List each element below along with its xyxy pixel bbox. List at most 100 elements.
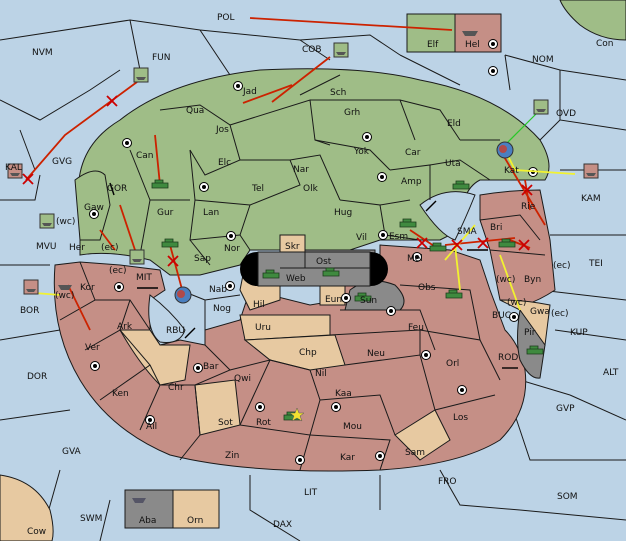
region-chp[interactable] — [243, 334, 346, 371]
support-arrow — [34, 292, 61, 296]
label-bar: Bar — [203, 362, 219, 372]
label-mou: Mou — [343, 422, 362, 432]
label-rbu: RBU — [166, 326, 185, 336]
label-mel: Mel — [407, 254, 423, 264]
label-pir: Pir — [524, 328, 536, 338]
label-nvm: NVM — [32, 48, 53, 58]
label-gor: GOR — [107, 184, 127, 194]
army-icon — [354, 292, 372, 302]
supply-center-dot — [226, 231, 236, 241]
supply-center-dot — [362, 132, 372, 142]
label-ail: Ail — [146, 422, 157, 432]
supply-center-dot — [199, 182, 209, 192]
region-web-ost-strip[interactable] — [257, 251, 371, 287]
label-orl: Orl — [446, 359, 459, 369]
region-con[interactable] — [559, 0, 626, 41]
fleet-icon — [7, 163, 23, 179]
label-pol: POL — [217, 13, 235, 23]
impassable-labels: Ost Sun Pir Aba — [139, 257, 536, 526]
supply-center-dot — [375, 451, 385, 461]
region-pir[interactable] — [517, 308, 546, 379]
label-esm: Esm — [389, 232, 408, 242]
supply-center-dot — [114, 282, 124, 292]
label-gwa: Gwa — [530, 307, 550, 317]
fleet-icon — [58, 285, 72, 290]
support-arrow — [499, 254, 521, 311]
label-tei: TEI — [588, 259, 603, 269]
label-ark: Ark — [117, 322, 133, 332]
failed-order-markers — [22, 95, 533, 267]
supply-center-dot — [386, 306, 396, 316]
region-sam[interactable] — [394, 409, 451, 461]
label-hil: Hil — [253, 300, 265, 310]
supply-center-dot — [412, 252, 422, 262]
label-eld: Eld — [447, 119, 461, 129]
fleet-icon — [132, 498, 146, 503]
move-arrow — [249, 17, 453, 31]
label-orn: Orn — [187, 516, 203, 526]
army-icon — [445, 289, 463, 299]
supply-center-dot — [193, 363, 203, 373]
move-arrow — [169, 244, 184, 294]
label-qwi: Qwi — [234, 374, 251, 384]
fleet-icon — [583, 163, 599, 179]
region-elf[interactable] — [406, 13, 456, 53]
label-qua: Qua — [186, 106, 204, 116]
label-web: Web — [286, 274, 306, 284]
label-uru: Uru — [255, 323, 271, 333]
label-ken: Ken — [112, 389, 129, 399]
label-hel: Hel — [465, 40, 480, 50]
army-icon — [498, 238, 516, 248]
label-dor: DOR — [27, 372, 47, 382]
supply-center-dot — [145, 415, 155, 425]
label-yok: Yok — [353, 147, 370, 157]
army-icon — [399, 218, 417, 228]
label-elf: Elf — [427, 40, 439, 50]
label-nab: Nab — [209, 285, 227, 295]
convoy-arrow — [504, 109, 541, 146]
supply-center-dot — [295, 455, 305, 465]
supply-center-dot — [378, 230, 388, 240]
green-labels: Elf Jad Sch Qua Grh Eld Jos Can Yok Car … — [69, 40, 519, 264]
supply-center-dot — [457, 385, 467, 395]
label-mit: MIT — [136, 273, 152, 283]
label-feu: Feu — [408, 323, 424, 333]
label-tel: Tel — [251, 184, 264, 194]
label-mvu-wc: (wc) — [56, 217, 75, 227]
fleet-icon — [333, 42, 349, 58]
supply-center-dot — [509, 312, 519, 322]
army-icon — [151, 179, 169, 189]
label-ver: Ver — [85, 343, 100, 353]
supply-center-dot — [377, 172, 387, 182]
double-arrow-gor — [109, 182, 115, 196]
label-alt: ALT — [603, 368, 619, 378]
supply-center-dot — [89, 209, 99, 219]
label-los: Los — [453, 413, 468, 423]
label-buc: BUC — [492, 311, 511, 321]
supply-center-dot — [122, 138, 132, 148]
region-cow[interactable] — [0, 474, 54, 541]
label-kaa: Kaa — [335, 389, 352, 399]
label-chr: Chr — [168, 383, 184, 393]
label-lit: LIT — [304, 488, 318, 498]
label-dax: DAX — [273, 520, 292, 530]
support-arrow — [454, 244, 461, 291]
double-arrow-sma2 — [425, 200, 437, 212]
region-chr[interactable] — [119, 329, 191, 386]
label-kar: Kar — [340, 453, 355, 463]
region-gaw[interactable] — [74, 170, 111, 241]
label-jad: Jad — [242, 87, 257, 97]
move-arrow — [524, 179, 531, 211]
move-arrow — [99, 229, 116, 251]
move-arrow — [242, 84, 293, 104]
label-byn-wc: (wc) — [496, 275, 515, 285]
supply-center-dot — [488, 66, 498, 76]
label-cow: Cow — [27, 527, 46, 537]
label-gva: GVA — [62, 447, 82, 457]
region-aba[interactable] — [124, 489, 174, 529]
label-sot: Sot — [218, 418, 233, 428]
fleet-icon — [23, 279, 39, 295]
region-orn[interactable] — [172, 489, 220, 529]
